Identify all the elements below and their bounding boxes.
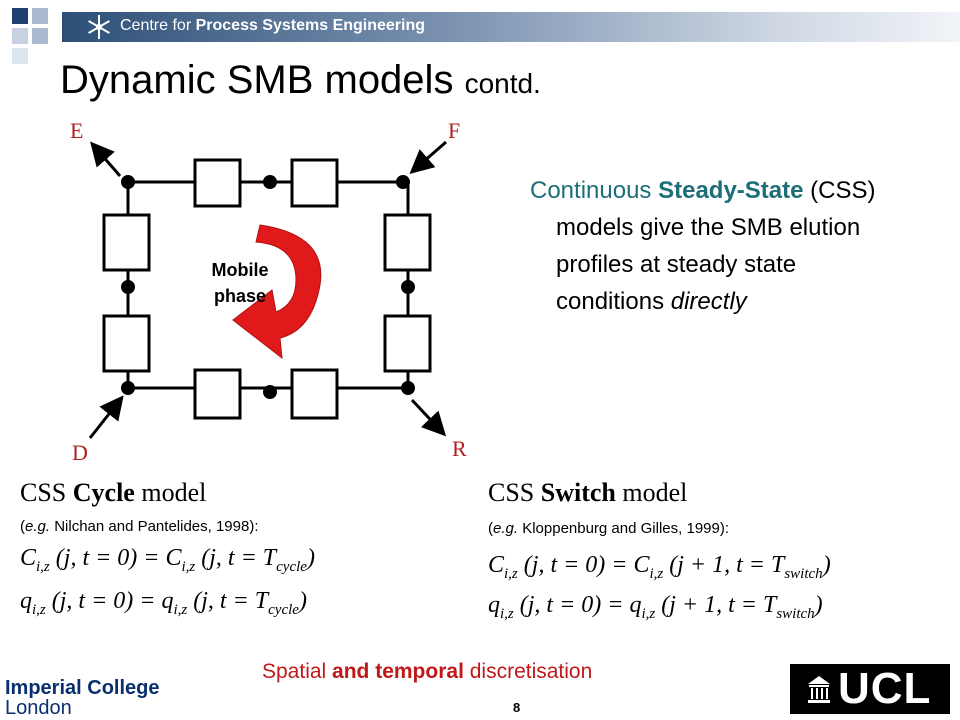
cycle-model-reference: (e.g. Nilchan and Pantelides, 1998): bbox=[20, 518, 259, 535]
node bbox=[121, 381, 135, 395]
column bbox=[102, 213, 151, 272]
node bbox=[121, 280, 135, 294]
node bbox=[121, 175, 135, 189]
page-number: 8 bbox=[513, 700, 521, 715]
corner-square bbox=[12, 8, 28, 24]
switch-model-reference: (e.g. Kloppenburg and Gilles, 1999): bbox=[488, 520, 730, 537]
portico-icon bbox=[808, 676, 830, 703]
cycle-equation-c: Ci,z (j, t = 0) = Ci,z (j, t = Tcycle) bbox=[20, 545, 315, 575]
switch-model-heading: CSS Switch model bbox=[488, 478, 688, 507]
corner-square bbox=[32, 8, 48, 24]
extract-arrow bbox=[90, 141, 122, 177]
port-label-r: R bbox=[452, 436, 467, 461]
node bbox=[401, 381, 415, 395]
node bbox=[396, 175, 410, 189]
corner-square bbox=[12, 28, 28, 44]
cycle-equation-q: qi,z (j, t = 0) = qi,z (j, t = Tcycle) bbox=[20, 588, 307, 618]
mobile-phase-arrow bbox=[232, 224, 322, 360]
ucl-logo-text: UCL bbox=[838, 664, 932, 713]
snowflake-icon bbox=[88, 15, 110, 39]
corner-square bbox=[32, 28, 48, 44]
feed-arrow bbox=[409, 140, 447, 174]
port-label-f: F bbox=[448, 118, 461, 143]
desorbent-arrow bbox=[88, 395, 124, 439]
switch-equation-q: qi,z (j, t = 0) = qi,z (j + 1, t = Tswit… bbox=[488, 592, 823, 622]
node bbox=[263, 385, 277, 399]
page-title: Dynamic SMB models contd. bbox=[60, 58, 541, 102]
switch-equation-c: Ci,z (j, t = 0) = Ci,z (j + 1, t = Tswit… bbox=[488, 552, 831, 582]
node bbox=[401, 280, 415, 294]
smb-diagram bbox=[88, 140, 447, 439]
footer-caption: Spatial and temporal discretisation bbox=[262, 660, 593, 683]
column bbox=[102, 314, 151, 373]
header-band bbox=[62, 12, 960, 42]
css-description: Continuous Steady-State (CSS) models giv… bbox=[530, 177, 876, 315]
port-label-e: E bbox=[70, 118, 84, 143]
column bbox=[383, 314, 432, 373]
column bbox=[383, 213, 432, 272]
cycle-model-heading: CSS Cycle model bbox=[20, 478, 207, 507]
corner-square bbox=[12, 48, 28, 64]
column bbox=[290, 368, 339, 420]
column bbox=[193, 158, 242, 208]
raffinate-arrow bbox=[410, 398, 447, 437]
column bbox=[193, 368, 242, 420]
header-title: Centre for Process Systems Engineering bbox=[120, 17, 426, 34]
node bbox=[263, 175, 277, 189]
column bbox=[290, 158, 339, 208]
port-label-d: D bbox=[72, 440, 88, 465]
